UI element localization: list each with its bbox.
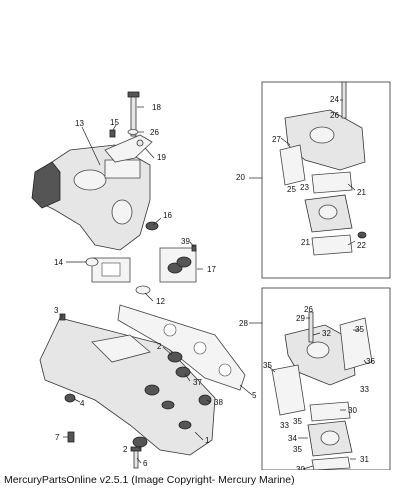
callout-20: 20 [236, 173, 245, 182]
callout-18: 18 [152, 103, 161, 112]
washer-26 [127, 129, 139, 135]
callout-16: 16 [163, 211, 172, 220]
callout-19: 19 [157, 153, 166, 162]
plug-38 [198, 394, 212, 406]
callout-35a: 35 [355, 325, 364, 334]
mounting-bracket [104, 134, 153, 163]
inset-lower-riser [307, 420, 353, 457]
nut-15 [109, 129, 116, 138]
callout-35b: 35 [263, 361, 272, 370]
leader-lines [61, 99, 367, 470]
exhaust-elbow [31, 144, 151, 251]
callout-24: 24 [330, 95, 339, 104]
manifold-gasket-5 [117, 304, 246, 391]
plug-set-17 [159, 247, 197, 283]
o-ring-12 [135, 285, 151, 295]
callout-39: 39 [181, 237, 190, 246]
callout-38: 38 [214, 398, 223, 407]
inset-lower-stud [308, 311, 314, 343]
inset-frame-upper [261, 81, 391, 279]
plug-4 [64, 393, 76, 403]
callout-4: 4 [80, 399, 85, 408]
fitting-39 [191, 244, 197, 252]
callout-7: 7 [55, 433, 60, 442]
callout-27: 27 [272, 135, 281, 144]
plug-37 [175, 366, 191, 378]
fitting-7 [67, 431, 75, 443]
callout-35c: 35 [293, 417, 302, 426]
callout-2a: 2 [157, 342, 162, 351]
inset-upper-elbow [284, 109, 366, 171]
inset-upper-lower-gasket [311, 234, 353, 256]
callout-15: 15 [110, 118, 119, 127]
inset-upper-riser [304, 194, 353, 233]
inset-lower-bottom-gasket [311, 456, 351, 470]
callout-5: 5 [252, 391, 257, 400]
inset-upper-cover-plate [279, 144, 306, 186]
o-ring-14 [85, 257, 99, 267]
inset-upper-plug-22 [357, 231, 367, 239]
inset-lower-cover-plate-right [339, 317, 373, 371]
callout-21a: 21 [357, 188, 366, 197]
callout-26: 26 [150, 128, 159, 137]
fitting-3 [59, 313, 66, 321]
callout-labels: 18 13 15 26 19 16 39 17 14 12 3 2 37 38 … [54, 95, 375, 470]
plug-16 [145, 221, 159, 231]
callout-13: 13 [75, 119, 84, 128]
inset-lower-gasket [309, 401, 351, 422]
plug-2b [132, 436, 148, 448]
callout-23a: 23 [300, 183, 309, 192]
callout-32: 32 [322, 329, 331, 338]
callout-2b: 2 [123, 445, 128, 454]
callout-34: 34 [288, 434, 297, 443]
inset-lower-cover-plate-left [271, 364, 306, 416]
callout-26c: 26 [304, 305, 313, 314]
callout-33b: 33 [280, 421, 289, 430]
stud-bolt [127, 91, 140, 137]
callout-35d: 35 [293, 445, 302, 454]
callout-3: 3 [54, 306, 59, 315]
image-caption: MercuryPartsOnline v2.5.1 (Image Copyrig… [4, 474, 295, 486]
callout-31: 31 [360, 455, 369, 464]
callout-6: 6 [143, 459, 148, 468]
callout-30a: 30 [348, 406, 357, 415]
inset-lower-elbow [284, 324, 356, 386]
callout-17: 17 [207, 265, 216, 274]
callout-25: 25 [287, 185, 296, 194]
callout-30b: 30 [296, 465, 305, 470]
callout-21b: 21 [301, 238, 310, 247]
callout-26b: 26 [330, 111, 339, 120]
callout-12: 12 [156, 297, 165, 306]
callout-36: 36 [366, 357, 375, 366]
exhaust-manifold [39, 317, 216, 456]
callout-33a: 33 [360, 385, 369, 394]
callout-22: 22 [357, 241, 366, 250]
callout-1: 1 [205, 436, 210, 445]
inset-frame-lower [261, 287, 391, 470]
callout-28: 28 [239, 319, 248, 328]
callout-37: 37 [193, 378, 202, 387]
exploded-parts-diagram: 18 13 15 26 19 16 39 17 14 12 3 2 37 38 … [31, 81, 391, 470]
callout-14: 14 [54, 258, 63, 267]
inset-upper-gasket [311, 171, 353, 194]
callout-29: 29 [296, 314, 305, 323]
bolt-6 [130, 446, 142, 469]
